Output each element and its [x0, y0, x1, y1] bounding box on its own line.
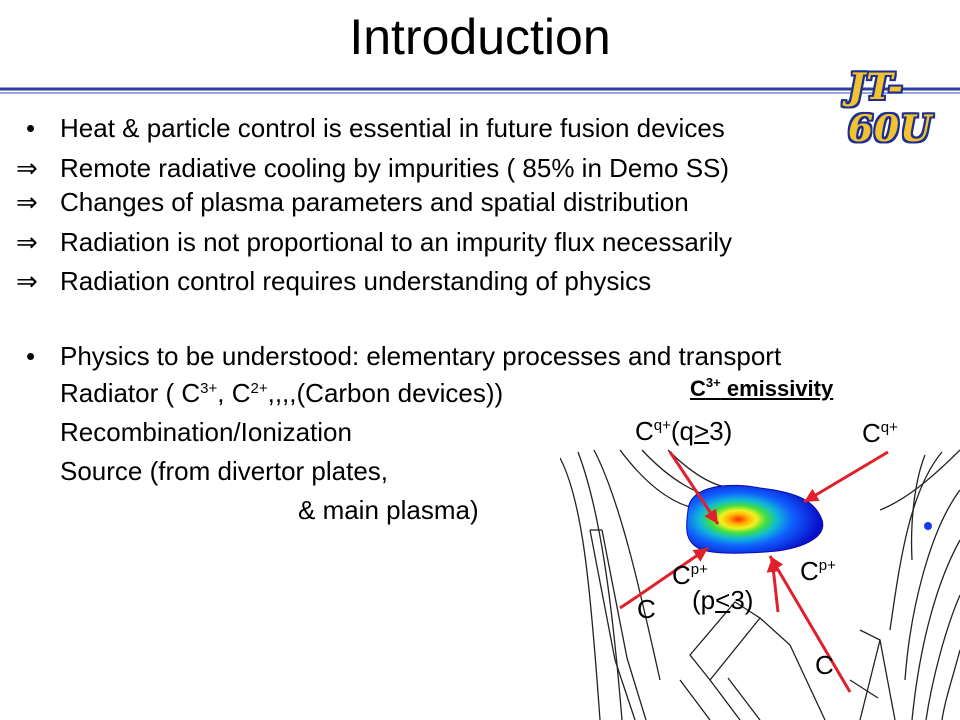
- recombination-line: Recombination/Ionization: [60, 417, 352, 447]
- title-underline: [0, 87, 960, 94]
- bullet-marker: •: [26, 113, 36, 143]
- arrow-cq-left: [668, 451, 720, 525]
- source-line-cont: & main plasma): [298, 495, 479, 525]
- flux-arrows: [619, 450, 889, 693]
- cq-label-left: Cq+(q>3): [635, 416, 733, 446]
- cp-label-left: Cp+: [672, 560, 708, 590]
- c-label-bottom: C: [815, 650, 834, 680]
- emissivity-title: C3+ emissivity: [690, 375, 834, 401]
- divertor-emissivity-figure: [560, 449, 960, 720]
- arrow-c-left-tail: [619, 594, 639, 610]
- arrow-cq-right: [803, 450, 889, 504]
- radiator-line: Radiator ( C3+, C2+,,,,(Carbon devices)): [60, 378, 504, 408]
- page-title: Introduction: [349, 9, 611, 65]
- cp-label-right: Cp+: [800, 556, 836, 586]
- bullet-marker: •: [26, 341, 36, 371]
- bullet-text: Heat & particle control is essential in …: [60, 113, 725, 143]
- implies-marker: ⇒: [16, 187, 38, 217]
- arrow-cp-left: [637, 546, 709, 598]
- c3-emissivity-contour: [686, 484, 824, 554]
- bullet-text: Radiation is not proportional to an impu…: [60, 227, 733, 257]
- implies-marker: ⇒: [16, 153, 38, 183]
- implies-marker: ⇒: [16, 266, 38, 296]
- source-line: Source (from divertor plates,: [60, 456, 389, 486]
- jt60u-logo: JT-60U: [848, 66, 933, 150]
- physics-heading: Physics to be understood: elementary pro…: [60, 341, 782, 371]
- cp-condition-label: (p<3): [692, 585, 754, 615]
- bullet-text: Changes of plasma parameters and spatial…: [60, 187, 689, 217]
- arrow-c-bottom: [768, 555, 852, 693]
- implies-marker: ⇒: [16, 227, 38, 257]
- cq-label-right: Cq+: [862, 418, 898, 448]
- c-label-left: C: [637, 594, 656, 624]
- bullet-text: Radiation control requires understanding…: [60, 266, 652, 296]
- bullet-text: Remote radiative cooling by impurities (…: [60, 153, 730, 183]
- emission-spot: [924, 522, 932, 530]
